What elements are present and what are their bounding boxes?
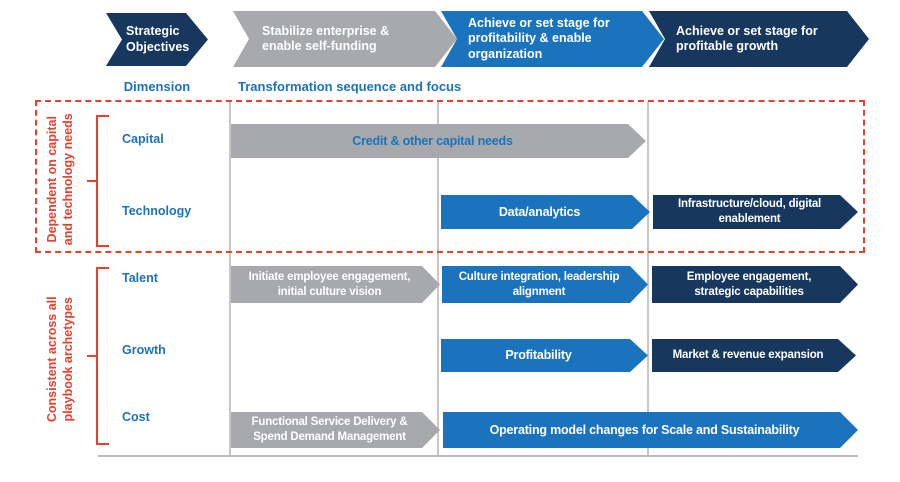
column-divider-2 [437,102,439,457]
arrow-functional-service-delivery: Functional Service Delivery & Spend Dema… [231,412,440,448]
arrow-market-revenue-expansion: Market & revenue expansion [652,339,856,372]
bracket-capital-technology [87,115,109,247]
capital-technology-dashed-outline [35,100,865,253]
header-arrow-achieve-growth: Achieve or set stage for profitable grow… [649,11,869,67]
row-label-growth: Growth [122,343,166,357]
arrow-data-analytics: Data/analytics [441,195,650,229]
row-label-talent: Talent [122,271,158,285]
arrow-operating-model-changes: Operating model changes for Scale and Su… [443,412,858,448]
side-label-playbook-archetypes: Consistent across all playbook archetype… [44,296,75,423]
arrow-credit-capital-needs: Credit & other capital needs [231,124,646,158]
header-arrow-stabilize-enterprise: Stabilize enterprise & enable self-fundi… [233,11,457,67]
arrow-initiate-employee-engagement: Initiate employee engagement, initial cu… [231,266,440,303]
column-divider-1 [229,102,231,457]
row-label-capital: Capital [122,132,164,146]
dimension-column-label: Dimension [123,79,191,94]
row-label-cost: Cost [122,410,150,424]
side-label-capital-technology: Dependent on capital and technology need… [44,113,75,246]
arrow-infrastructure-cloud: Infrastructure/cloud, digital enablement [653,195,858,229]
bracket-tick [87,355,98,357]
arrow-employee-engagement-capabilities: Employee engagement, strategic capabilit… [652,266,858,303]
bracket-playbook-archetypes [87,267,109,445]
sequence-column-label: Transformation sequence and focus [238,79,462,94]
arrow-culture-integration: Culture integration, leadership alignmen… [442,266,648,303]
row-label-technology: Technology [122,204,192,218]
header-arrow-achieve-profitability: Achieve or set stage for profitability &… [441,11,664,67]
arrow-profitability: Profitability [441,339,648,372]
bracket-tick [87,180,98,182]
column-divider-3 [647,102,649,457]
header-arrow-strategic-objectives: Strategic Objectives [106,13,208,66]
bottom-border-line [98,455,858,457]
